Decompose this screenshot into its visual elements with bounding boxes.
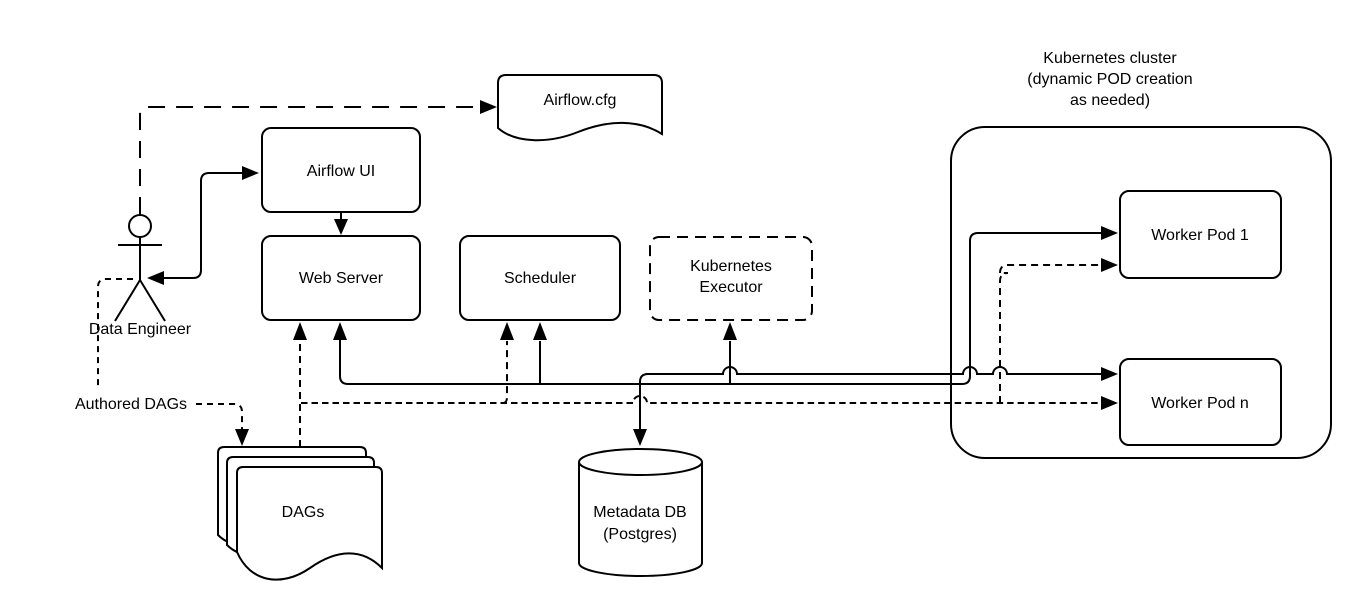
- data-engineer-label: Data Engineer: [89, 321, 192, 338]
- arrowhead-into-webserver-solid: [333, 322, 347, 340]
- worker-pod-1-label: Worker Pod 1: [1151, 227, 1249, 244]
- edge-engineer-to-airflow-ui: [164, 172, 242, 279]
- person-legs: [114, 278, 166, 322]
- kubernetes-executor-label-line1: Kubernetes: [690, 258, 772, 275]
- arrowhead-into-scheduler-solid: [533, 322, 547, 340]
- dags-document-front: [236, 466, 383, 581]
- web-server-label: Web Server: [299, 270, 384, 287]
- worker-pod-n-box: [1119, 358, 1282, 446]
- edge-authored-dags-to-dags: [196, 403, 243, 429]
- worker-pod-n-label: Worker Pod n: [1151, 395, 1249, 412]
- metadata-db-label-line1: Metadata DB: [593, 504, 686, 521]
- labels: Airflow.cfg Airflow UI Web Server Schedu…: [75, 50, 1249, 543]
- kubernetes-executor-box: [649, 236, 813, 321]
- edge-dag-sync-to-scheduler: [502, 341, 508, 404]
- kubernetes-executor-label-line2: Executor: [699, 279, 763, 296]
- arrowhead-into-worker-pod-1-dashed: [1101, 258, 1118, 272]
- edges: [97, 100, 1118, 447]
- arrowhead-into-dags: [235, 429, 249, 446]
- airflow-ui-label: Airflow UI: [307, 163, 375, 180]
- arrowhead-into-metadata-db: [633, 429, 647, 446]
- edge-engineer-to-authored-dags: [97, 278, 133, 390]
- arrowhead-into-executor: [723, 322, 737, 340]
- arrowhead-dags-webserver: [293, 322, 307, 340]
- edge-db-to-worker-pod-n: [639, 366, 1101, 429]
- arrowhead-into-scheduler-dashed: [500, 322, 514, 340]
- metadata-db-cylinder: [578, 448, 703, 577]
- arrowhead-into-worker-pod-n-solid: [1101, 367, 1118, 381]
- kubernetes-cluster-label-line1: Kubernetes cluster: [1043, 50, 1177, 67]
- person-icon: [128, 214, 152, 238]
- arrowhead-into-worker-pod-1-solid: [1101, 226, 1118, 240]
- arrowhead-into-webserver-top: [334, 219, 348, 235]
- arrowhead-into-worker-pod-n-dashed: [1101, 396, 1118, 410]
- data-engineer-figure: [114, 214, 166, 322]
- metadata-db-label-line2: (Postgres): [603, 526, 677, 543]
- authored-dags-label: Authored DAGs: [75, 396, 187, 413]
- metadata-db-top: [578, 448, 703, 476]
- edge-engineer-to-cfg: [139, 106, 479, 214]
- airflow-ui-box: [261, 127, 421, 213]
- airflow-cfg-label: Airflow.cfg: [544, 92, 617, 109]
- edge-dag-sync-to-worker-pod-1: [999, 264, 1101, 403]
- arrowhead-into-cfg: [480, 100, 497, 114]
- airflow-cfg-document: [497, 74, 663, 142]
- scheduler-label: Scheduler: [504, 270, 577, 287]
- scheduler-box: [459, 235, 621, 321]
- dags-label: DAGs: [282, 504, 325, 521]
- web-server-box: [261, 235, 421, 321]
- kubernetes-cluster-label-line3: as needed): [1070, 92, 1150, 109]
- worker-pod-1-box: [1119, 190, 1282, 279]
- edge-bus-to-worker-pod-1: [339, 232, 1101, 385]
- arrowhead-into-airflow-ui: [242, 166, 259, 180]
- metadata-db-body: [578, 462, 703, 577]
- dags-document-stack: [217, 446, 383, 581]
- kubernetes-cluster-label-line2: (dynamic POD creation: [1027, 71, 1192, 88]
- arrowhead-into-engineer: [147, 271, 164, 285]
